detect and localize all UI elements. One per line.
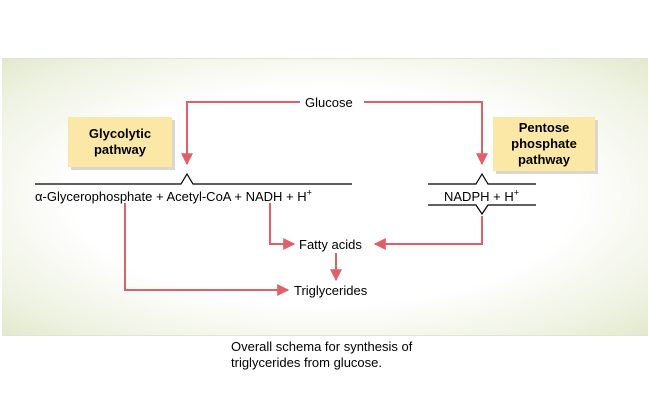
left-products-text: α-Glycerophosphate + Acetyl-CoA + NADH +… xyxy=(35,189,307,204)
fatty-acids-label: Fatty acids xyxy=(299,237,362,252)
left-products-sup: + xyxy=(306,187,312,198)
reaction-line-left xyxy=(35,172,352,185)
glycolytic-pathway-label: Glycolytic pathway xyxy=(88,126,152,157)
left-products-label: α-Glycerophosphate + Acetyl-CoA + NADH +… xyxy=(35,187,312,204)
arrow-nadph-to-fattyacids xyxy=(373,216,483,250)
figure-caption: Overall schema for synthesis of triglyce… xyxy=(231,339,413,370)
arrow-glycerophosphate-to-triglycerides xyxy=(124,203,290,296)
right-products-text: NADPH + H xyxy=(444,189,514,204)
triglycerides-label: Triglycerides xyxy=(294,283,368,298)
right-products-sup: + xyxy=(513,187,519,198)
glycolytic-pathway-box: Glycolytic pathway xyxy=(68,117,172,167)
right-products-label: NADPH + H+ xyxy=(444,187,519,204)
reaction-line-right-top xyxy=(428,172,536,185)
reaction-line-right-bottom xyxy=(428,204,536,216)
pentose-phosphate-box: Pentose phosphate pathway xyxy=(493,117,595,171)
pentose-phosphate-label: Pentose phosphate pathway xyxy=(511,120,577,167)
glucose-label: Glucose xyxy=(305,95,353,110)
arrow-glucose-to-glycolysis xyxy=(181,101,300,166)
arrow-glucose-to-pentose xyxy=(364,101,488,166)
arrow-acetylcoa-to-fattyacids xyxy=(269,203,296,250)
diagram-panel xyxy=(2,58,648,336)
